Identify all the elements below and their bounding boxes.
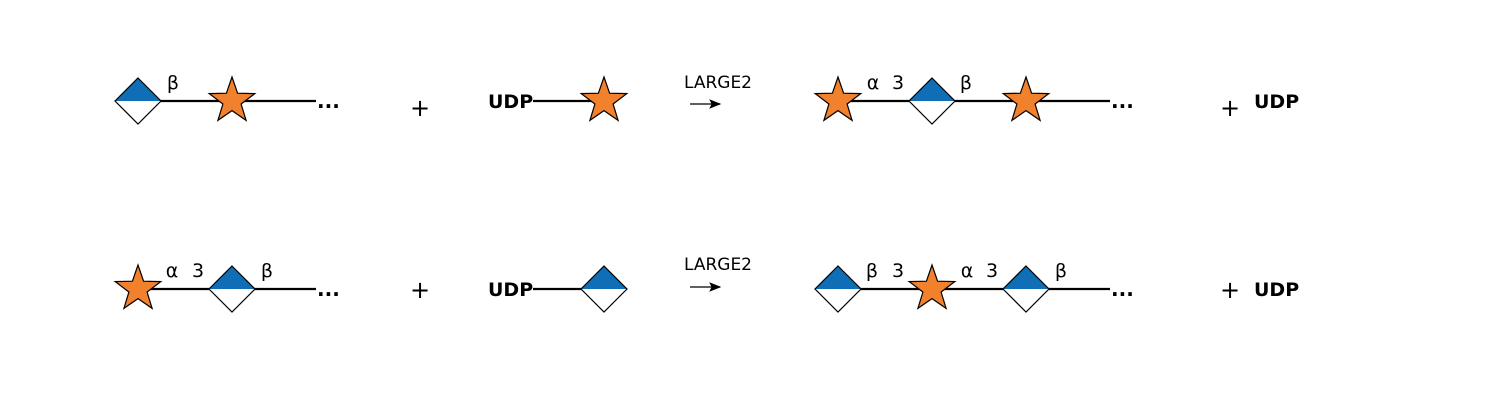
udp-label: UDP — [488, 91, 533, 113]
half-blue-diamond-icon — [814, 265, 862, 313]
plus-sign: + — [410, 94, 430, 122]
linkage-label: β — [960, 72, 972, 94]
chain-continuation: ... — [1111, 277, 1134, 301]
reaction-1-donor: UDP — [488, 76, 628, 122]
chain-continuation: ... — [317, 89, 340, 113]
half-blue-diamond-icon — [208, 265, 256, 313]
orange-star-icon — [1002, 76, 1050, 122]
reaction-2: α 3 β ... + UDP LARGE2 — [114, 255, 1299, 313]
plus-sign: + — [410, 276, 430, 304]
linkage-label: 3 — [986, 260, 998, 282]
half-blue-diamond-icon — [580, 265, 628, 313]
enzyme-label: LARGE2 — [684, 73, 752, 93]
linkage-label: α — [166, 260, 179, 282]
udp-byproduct-label: UDP — [1254, 279, 1299, 301]
half-blue-diamond-icon — [114, 77, 162, 125]
reaction-1-product: α 3 β ... — [814, 72, 1134, 125]
linkage-label: α — [961, 260, 974, 282]
linkage-label: β — [866, 260, 878, 282]
plus-sign: + — [1220, 276, 1240, 304]
orange-star-icon — [814, 76, 862, 122]
linkage-label: 3 — [892, 72, 904, 94]
linkage-label: 3 — [192, 260, 204, 282]
enzyme-label: LARGE2 — [684, 255, 752, 275]
linkage-label: 3 — [892, 260, 904, 282]
half-blue-diamond-icon — [1002, 265, 1050, 313]
reaction-1: β ... + UDP LARGE2 α 3 — [114, 72, 1299, 125]
linkage-label: β — [261, 260, 273, 282]
orange-star-icon — [908, 264, 956, 309]
udp-byproduct-label: UDP — [1254, 91, 1299, 113]
reaction-2-product: β 3 α 3 β ... — [814, 260, 1134, 313]
chain-continuation: ... — [317, 277, 340, 301]
reaction-1-substrate: β ... — [114, 72, 340, 125]
chain-continuation: ... — [1111, 89, 1134, 113]
reaction-2-substrate: α 3 β ... — [114, 260, 340, 313]
linkage-label: β — [1055, 260, 1067, 282]
reaction-2-donor: UDP — [488, 265, 628, 313]
reaction-2-arrow: LARGE2 — [684, 255, 752, 292]
reaction-1-arrow: LARGE2 — [684, 73, 752, 109]
orange-star-icon — [208, 76, 256, 122]
linkage-label: α — [867, 72, 880, 94]
orange-star-icon — [580, 76, 628, 122]
half-blue-diamond-icon — [908, 77, 956, 125]
udp-label: UDP — [488, 279, 533, 301]
linkage-label: β — [167, 72, 179, 94]
plus-sign: + — [1220, 94, 1240, 122]
orange-star-icon — [114, 264, 162, 309]
